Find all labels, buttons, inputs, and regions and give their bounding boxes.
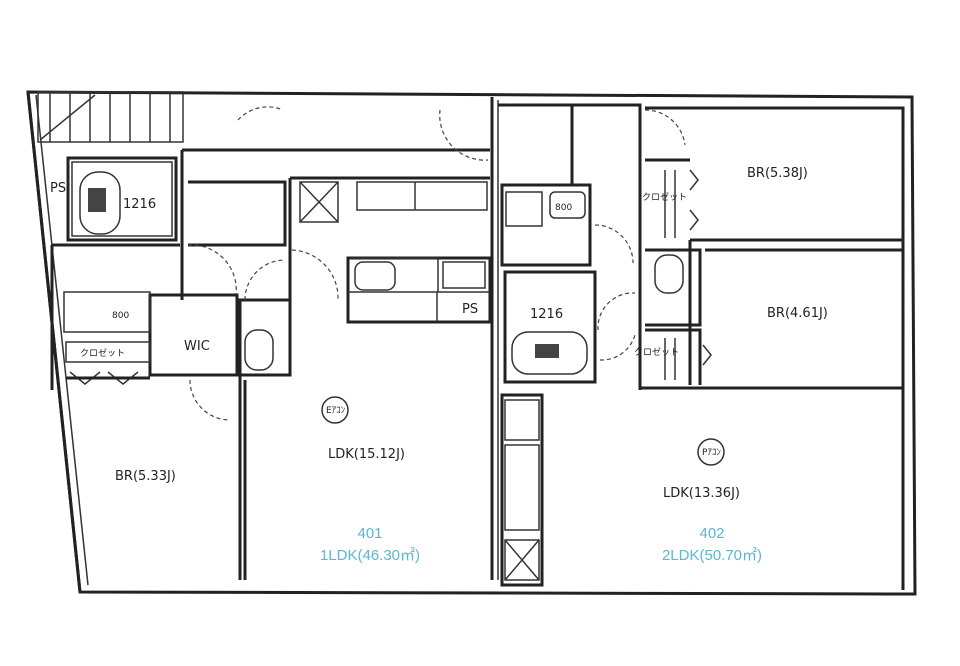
washer-401: 800 [112,311,129,321]
stairs [37,91,184,143]
bath-size-401: 1216 [123,197,156,212]
aircon-401-label: Eｱｺﾝ [326,406,346,416]
bedroom-402-1-label: BR(5.38J) [747,166,808,181]
closet-402-2: クロゼット [634,346,679,358]
outer-walls [26,90,917,596]
unit-401-number: 401 [357,525,382,542]
aircon-401-circle [321,396,349,424]
aircon-402-circle [697,438,725,466]
closet-402-1: クロゼット [642,191,687,203]
ldk-401-label: LDK(15.12J) [328,447,405,462]
bedroom-402-2-label: BR(4.61J) [767,306,828,321]
closet-401: クロゼット [80,347,125,359]
bath-size-402: 1216 [530,307,563,322]
wic-label: WIC [184,339,210,354]
ldk-402-label: LDK(13.36J) [663,486,740,501]
unit-402-number: 402 [699,525,724,542]
ps-label-401: PS [50,181,66,196]
ps-label-401-kitchen: PS [462,302,478,317]
bedroom-401-label: BR(5.33J) [115,469,176,484]
unit-401-type-area: 1LDK(46.30㎡) [320,547,420,564]
unit-402-walls [498,103,905,590]
aircon-402-label: Pｱｺﾝ [702,448,721,458]
unit-401-walls [50,106,492,580]
washer-402: 800 [555,203,572,213]
unit-402-type-area: 2LDK(50.70㎡) [662,547,762,564]
